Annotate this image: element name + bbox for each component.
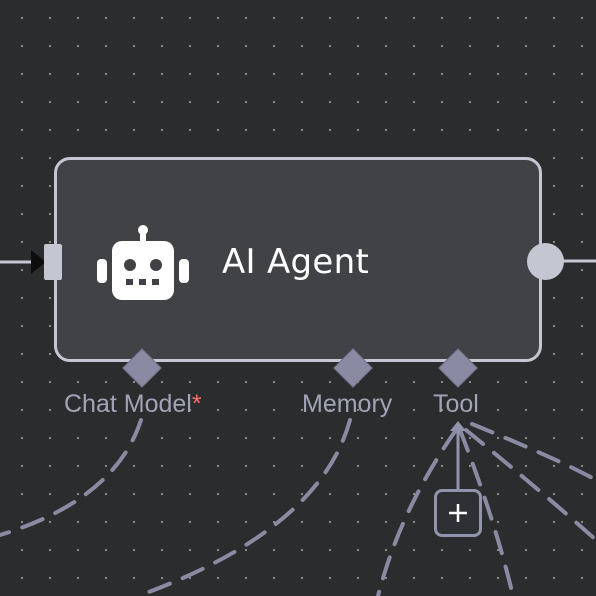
add-tool-button[interactable] [434,489,482,537]
incoming-arrow-icon [31,250,46,274]
tool-connection-3[interactable] [464,428,596,542]
tool-connection-4[interactable] [470,422,596,482]
robot-icon [97,225,189,300]
tool-connection-2[interactable] [458,428,515,596]
required-marker: * [191,390,202,418]
chat-model-label: Chat Model* [64,390,202,419]
node-title: AI Agent [222,242,370,282]
memory-connection[interactable] [136,418,352,596]
memory-label: Memory [302,390,393,418]
tool-arrow-icon [450,421,466,431]
chat-model-label-text: Chat Model [64,390,192,418]
output-handle[interactable] [527,243,564,280]
ai-agent-node[interactable]: AI Agent [54,157,542,362]
input-handle[interactable] [44,244,62,280]
plus-icon [449,504,467,522]
tool-connection-1[interactable] [376,428,458,596]
tool-label: Tool [433,390,479,418]
chat-model-connection[interactable] [0,418,143,537]
